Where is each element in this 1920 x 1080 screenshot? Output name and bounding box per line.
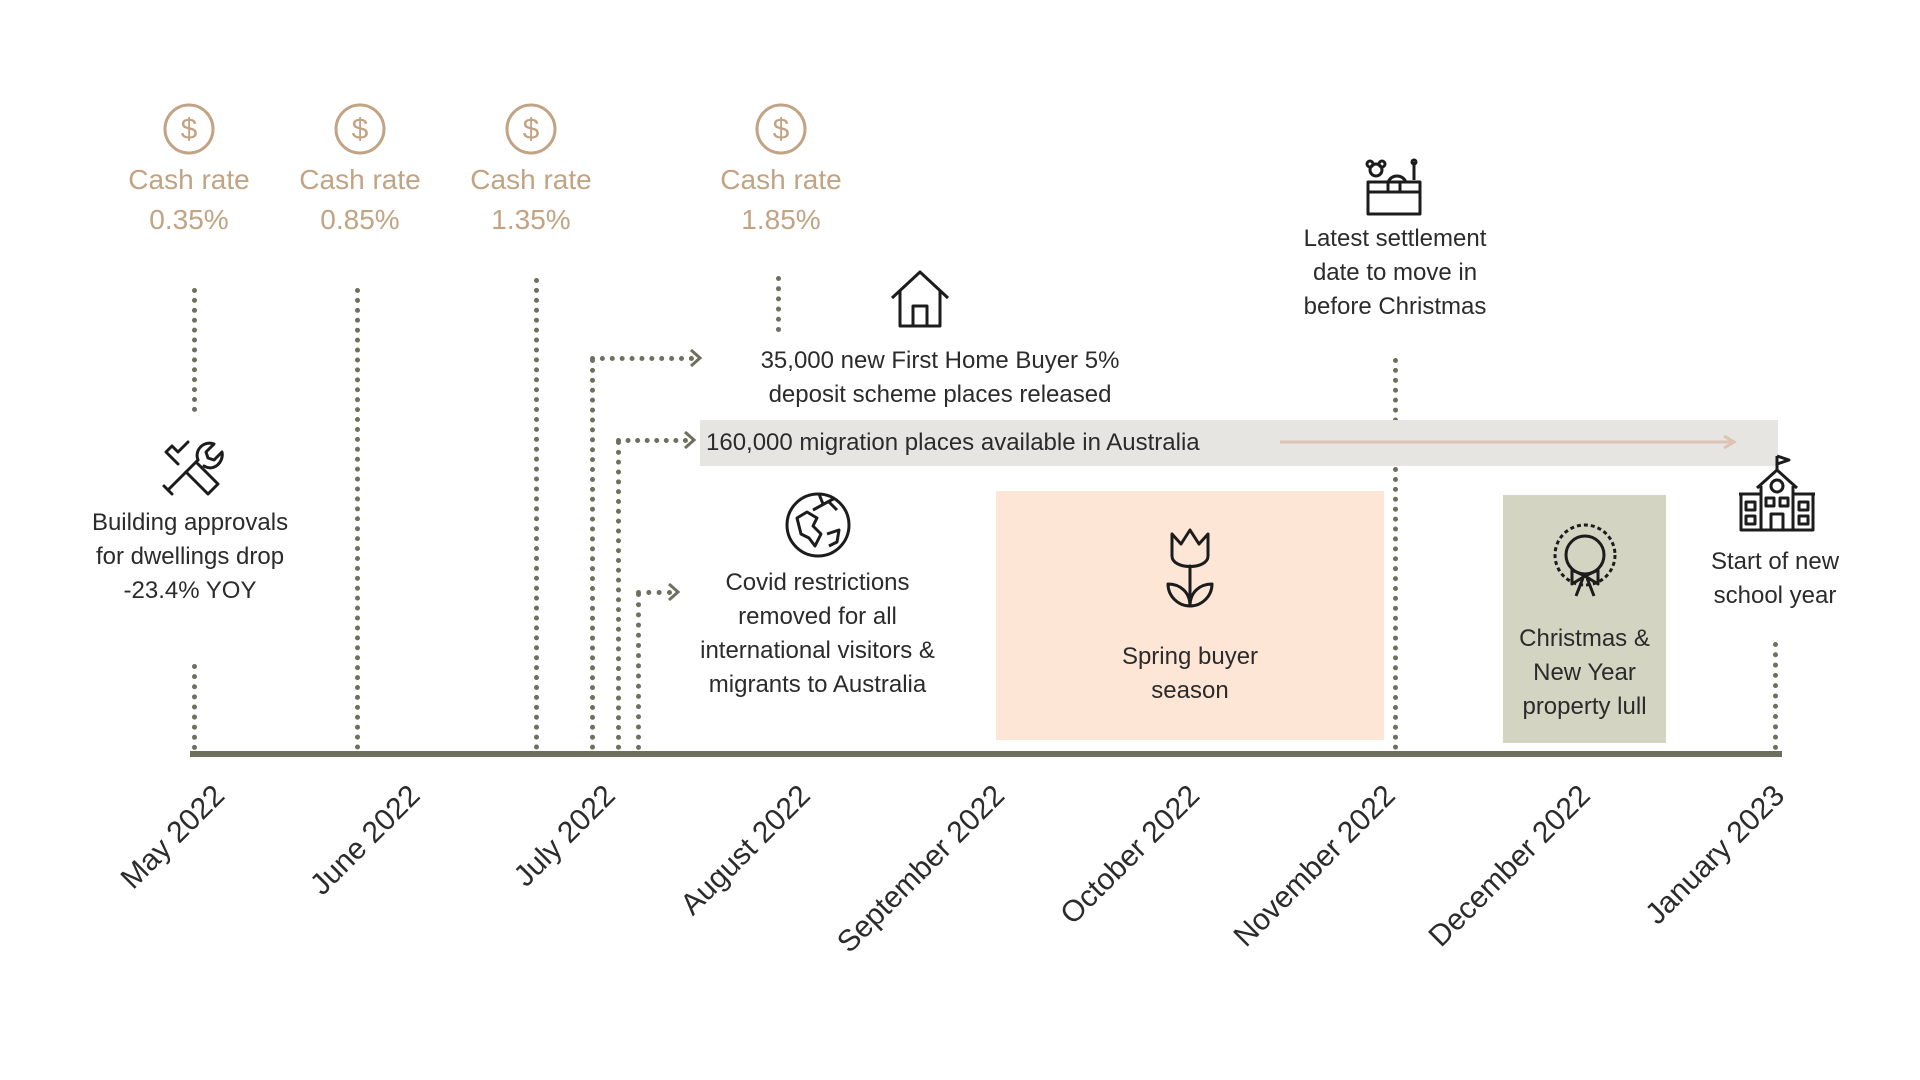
arrow-head-first-home — [688, 347, 704, 374]
building-approvals-label: Building approvals for dwellings drop -2… — [91, 509, 289, 604]
wreath-icon — [1550, 520, 1620, 600]
toy-box-icon — [1362, 158, 1424, 218]
connector-migration-horizontal — [616, 438, 688, 443]
tools-icon — [158, 432, 226, 500]
globe-plane-icon — [783, 490, 853, 560]
month-label-october: October 2022 — [1054, 778, 1207, 931]
svg-text:$: $ — [352, 113, 369, 146]
cash-rate-value: 1.35% — [491, 204, 571, 235]
cash-rate-1: $ Cash rate 0.35% — [104, 102, 274, 240]
cash-rate-4: $ Cash rate 1.85% — [696, 102, 866, 240]
month-label-august: August 2022 — [673, 778, 817, 922]
connector-migration — [616, 440, 621, 750]
spring-season-label: Spring buyer season — [1121, 643, 1259, 704]
connector-august-rate — [776, 276, 781, 332]
month-label-december: December 2022 — [1422, 778, 1597, 954]
christmas-label: Christmas & New Year property lull — [1519, 625, 1650, 720]
connector-covid — [636, 592, 641, 750]
connector-covid-horizontal — [636, 590, 672, 595]
cash-rate-label: Cash rate — [720, 164, 842, 195]
connector-june — [355, 288, 360, 750]
connector-may-lower — [192, 664, 197, 750]
cash-rate-label: Cash rate — [128, 164, 250, 195]
arrow-head-covid — [666, 581, 682, 608]
connector-school — [1773, 642, 1778, 750]
dollar-circle-icon: $ — [162, 102, 216, 156]
connector-first-home — [590, 358, 595, 750]
cash-rate-value: 0.35% — [149, 204, 229, 235]
school-icon — [1735, 452, 1819, 534]
connector-may-upper — [192, 288, 197, 412]
connector-july-rate — [534, 278, 539, 750]
cash-rate-value: 0.85% — [320, 204, 400, 235]
dollar-circle-icon: $ — [333, 102, 387, 156]
first-home-buyer-label: 35,000 new First Home Buyer 5% deposit s… — [760, 347, 1120, 408]
cash-rate-2: $ Cash rate 0.85% — [275, 102, 445, 240]
dollar-circle-icon: $ — [504, 102, 558, 156]
timeline-axis — [190, 751, 1782, 757]
covid-restrictions-label: Covid restrictions removed for all inter… — [700, 569, 935, 698]
svg-text:$: $ — [523, 113, 540, 146]
dollar-circle-icon: $ — [754, 102, 808, 156]
migration-arrow — [1280, 432, 1740, 457]
arrow-head-migration — [682, 429, 698, 456]
cash-rate-value: 1.85% — [741, 204, 821, 235]
cash-rate-label: Cash rate — [470, 164, 592, 195]
house-icon — [888, 268, 952, 330]
tulip-icon — [1162, 522, 1218, 610]
settlement-label: Latest settlement date to move in before… — [1303, 225, 1487, 320]
month-label-november: November 2022 — [1227, 778, 1402, 954]
svg-text:$: $ — [181, 113, 198, 146]
month-label-july: July 2022 — [507, 778, 622, 894]
month-label-january: January 2023 — [1639, 778, 1792, 931]
connector-first-home-horizontal — [590, 356, 694, 361]
cash-rate-label: Cash rate — [299, 164, 421, 195]
cash-rate-3: $ Cash rate 1.35% — [446, 102, 616, 240]
school-year-label: Start of new school year — [1710, 548, 1840, 609]
month-label-september: September 2022 — [831, 778, 1012, 960]
svg-text:$: $ — [773, 113, 790, 146]
month-label-may: May 2022 — [114, 778, 232, 896]
connector-settlement — [1393, 358, 1398, 750]
migration-label: 160,000 migration places available in Au… — [706, 429, 1200, 456]
month-label-june: June 2022 — [303, 778, 427, 902]
